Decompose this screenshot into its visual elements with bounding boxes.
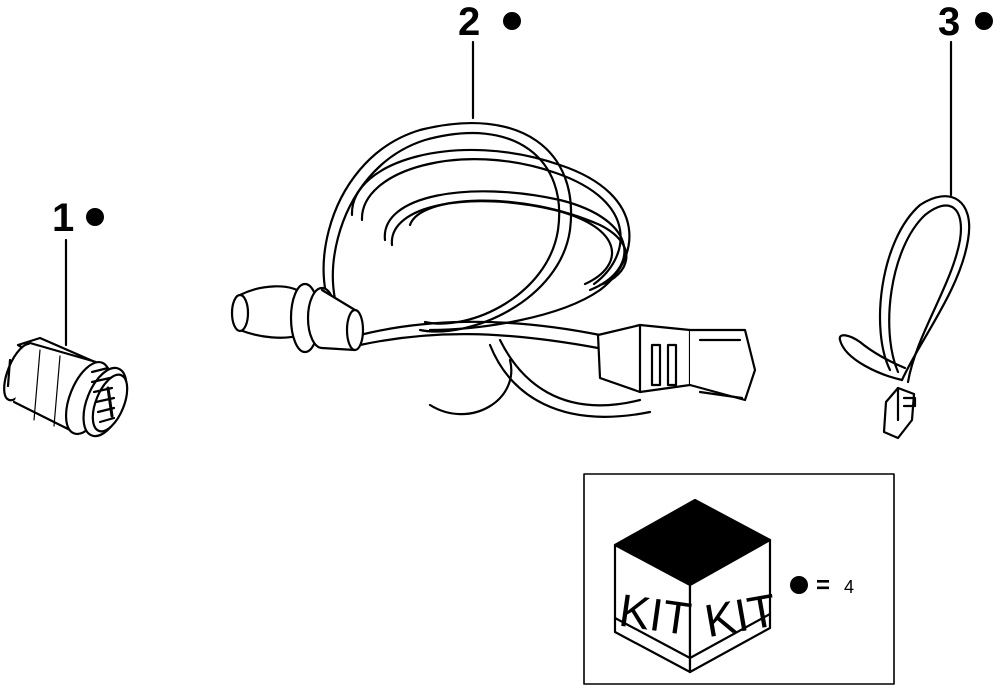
- kit-legend-value: 4: [844, 577, 855, 597]
- callout-dot-3: [975, 12, 993, 30]
- kit-legend-equals: =: [816, 572, 831, 599]
- callout-dot-2: [503, 12, 521, 30]
- kit-cube: [613, 498, 772, 674]
- callout-number-3: 3: [938, 0, 961, 44]
- kit-box-frame: [583, 473, 895, 685]
- part-1-sensor: [3, 336, 129, 438]
- part-3-cable-tie: [838, 195, 971, 440]
- callout-number-1: 1: [52, 196, 75, 240]
- kit-label-left: KIT: [616, 584, 694, 645]
- callout-number-2: 2: [458, 0, 481, 44]
- part-2-cable-harness: [230, 122, 757, 418]
- callout-dot-1: [86, 208, 104, 226]
- kit-label-right: KIT: [701, 583, 781, 647]
- kit-legend-dot: [790, 576, 808, 594]
